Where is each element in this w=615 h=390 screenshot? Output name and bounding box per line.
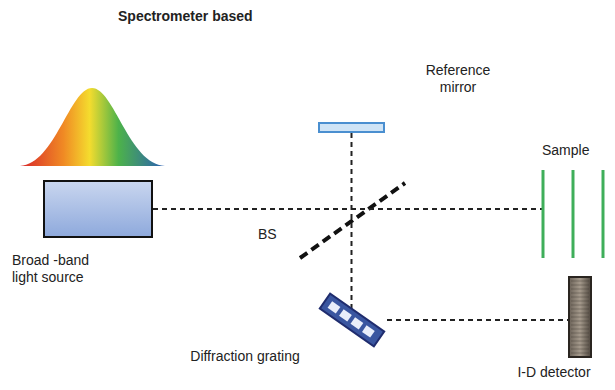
diffraction-grating: Diffraction grating [190, 288, 390, 388]
detector-shape [568, 276, 592, 358]
sample: Sample [520, 140, 612, 260]
grating-shape [317, 290, 387, 350]
beam-path [351, 133, 352, 320]
title: Spectrometer based [118, 8, 253, 24]
spectral-rays [387, 320, 570, 321]
light-source: Broad -band light source [10, 176, 160, 298]
reference-mirror: Reference mirror [316, 60, 526, 136]
dashed-beam [351, 133, 353, 320]
sample-shape [540, 170, 610, 258]
detector: I-D detector [498, 274, 610, 388]
beam-splitter-label: BS [258, 226, 277, 242]
beam-path [153, 209, 542, 210]
box-shape [43, 180, 153, 238]
beam-splitter [300, 183, 405, 258]
dashed-beam [153, 208, 542, 210]
light-source-label: Broad -band light source [12, 252, 112, 286]
mirror-shape [318, 122, 385, 133]
reference-mirror-label: Reference mirror [413, 62, 503, 96]
detector-label: I-D detector [498, 364, 610, 381]
spectrum-curve [20, 88, 165, 166]
diffraction-grating-label: Diffraction grating [190, 348, 300, 365]
sample-label: Sample [542, 142, 612, 159]
dashed-beam [387, 319, 570, 321]
